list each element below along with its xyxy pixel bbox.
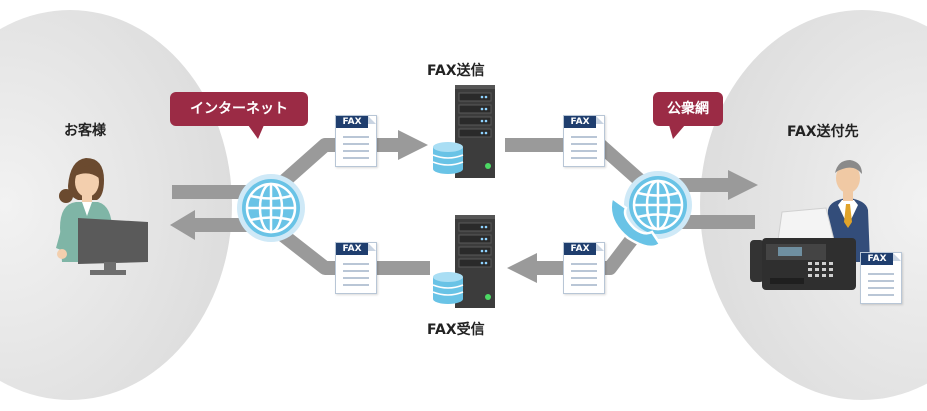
fax-document-icon: FAX	[335, 242, 377, 294]
fax-receive-label: FAX受信	[427, 322, 485, 338]
fax-send-label: FAX送信	[427, 63, 485, 79]
fax-document-icon: FAX	[563, 242, 605, 294]
bubble-tail	[248, 125, 264, 139]
fax-destination-label: FAX送付先	[787, 124, 859, 140]
arrow-head-to-customer	[170, 210, 195, 240]
fax-document-header: FAX	[861, 253, 893, 265]
destination-zone	[700, 10, 927, 400]
fax-document-header: FAX	[336, 243, 368, 255]
arrow-head-to-receive-server	[507, 253, 537, 283]
phone-globe-icon	[609, 171, 692, 249]
database-icon	[432, 272, 464, 304]
database-icon	[432, 142, 464, 174]
fax-document-icon: FAX	[335, 115, 377, 167]
fax-machine-icon	[750, 207, 856, 290]
internet-bubble-text: インターネット	[190, 101, 288, 117]
monitor-icon	[78, 218, 148, 275]
fax-document-header: FAX	[564, 243, 596, 255]
fax-document-icon: FAX	[860, 252, 902, 304]
fax-document-header: FAX	[564, 116, 596, 128]
internet-bubble: インターネット	[170, 92, 308, 139]
bubble-tail	[669, 125, 685, 139]
customer-label: お客様	[64, 123, 106, 139]
public-network-bubble-text: 公衆網	[667, 101, 709, 117]
arrow-head-to-destination	[728, 170, 758, 200]
fax-document-header: FAX	[336, 116, 368, 128]
arrow-head-to-send-server	[398, 130, 428, 160]
fax-document-icon: FAX	[563, 115, 605, 167]
customer-zone	[0, 10, 232, 400]
public-network-bubble: 公衆網	[653, 92, 723, 139]
globe-icon	[237, 174, 305, 242]
